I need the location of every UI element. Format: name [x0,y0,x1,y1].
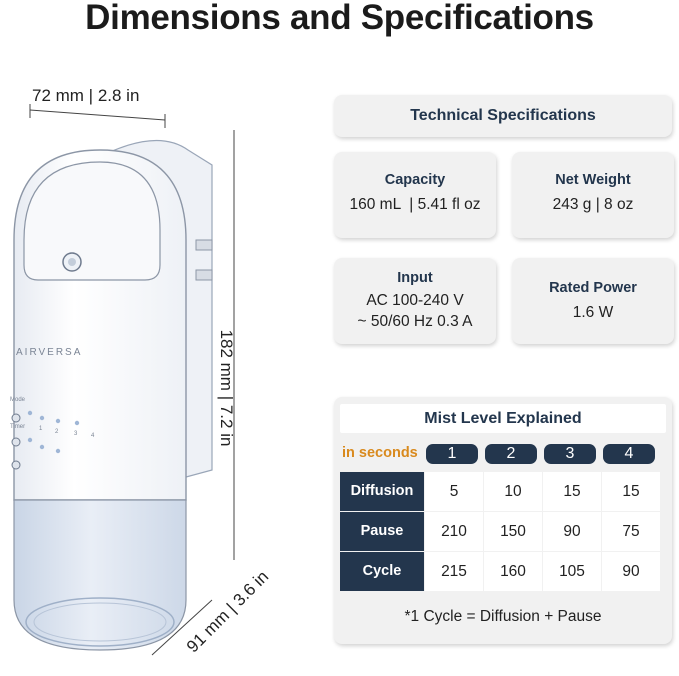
brand-logo: AIRVERSA [16,347,82,358]
table-cell: 10 [484,472,542,511]
net-weight-value: 243 g | 8 oz [552,196,634,213]
timer-label: Timer [10,424,26,430]
level-badge-1: 1 [426,444,478,464]
rated-power-card: Rated Power 1.6 W [512,258,674,344]
table-cell: 5 [425,472,483,511]
row-label-cycle: Cycle [340,552,424,591]
table-cell: 90 [602,552,660,591]
height-dimension: 182 mm | 7.2 in [217,329,236,447]
table-cell: 150 [484,512,542,551]
unit-label: in seconds [342,445,418,461]
cycle-note: *1 Cycle = Diffusion + Pause [404,608,602,625]
level-badge-2: 2 [485,444,537,464]
capacity-label: Capacity [384,172,446,188]
row-label-pause: Pause [340,512,424,551]
table-cell: 160 [484,552,542,591]
input-card: Input AC 100-240 V ~ 50/60 Hz 0.3 A [334,258,496,344]
input-value-line1: AC 100-240 V [366,292,464,309]
rated-power-label: Rated Power [549,280,637,296]
humidifier-illustration: AIRVERSA [11,104,235,656]
table-cell: 15 [543,472,601,511]
table-cell: 90 [543,512,601,551]
device-level-1: 1 [39,426,43,432]
mist-level-title: Mist Level Explained [340,404,666,433]
mist-level-panel: Mist Level Explained in seconds 1 2 3 4 … [334,397,672,644]
input-label: Input [397,270,433,286]
input-value-line2: ~ 50/60 Hz 0.3 A [357,313,473,330]
tech-specs-header: Technical Specifications [334,95,672,137]
table-cell: 215 [425,552,483,591]
mist-table: Diffusion 5 10 15 15 Pause 210 150 90 75… [340,472,666,591]
table-cell: 75 [602,512,660,551]
table-cell: 105 [543,552,601,591]
control-buttons [11,413,21,470]
net-weight-label: Net Weight [555,172,631,188]
table-cell: 15 [602,472,660,511]
level-badge-4: 4 [603,444,655,464]
rated-power-value: 1.6 W [572,304,614,321]
width-dimension: 72 mm | 2.8 in [32,86,140,105]
dimension-lines [29,104,235,656]
table-cell: 210 [425,512,483,551]
device-level-4: 4 [91,433,95,439]
capacity-card: Capacity 160 mL | 5.41 fl oz [334,152,496,238]
level-badge-3: 3 [544,444,596,464]
indicator-lights [27,410,80,454]
device-level-3: 3 [74,431,78,437]
row-label-diffusion: Diffusion [340,472,424,511]
device-level-2: 2 [55,429,59,435]
mode-label: Mode [10,397,26,403]
capacity-value: 160 mL | 5.41 fl oz [349,196,481,213]
net-weight-card: Net Weight 243 g | 8 oz [512,152,674,238]
page-title: Dimensions and Specifications [85,0,594,37]
